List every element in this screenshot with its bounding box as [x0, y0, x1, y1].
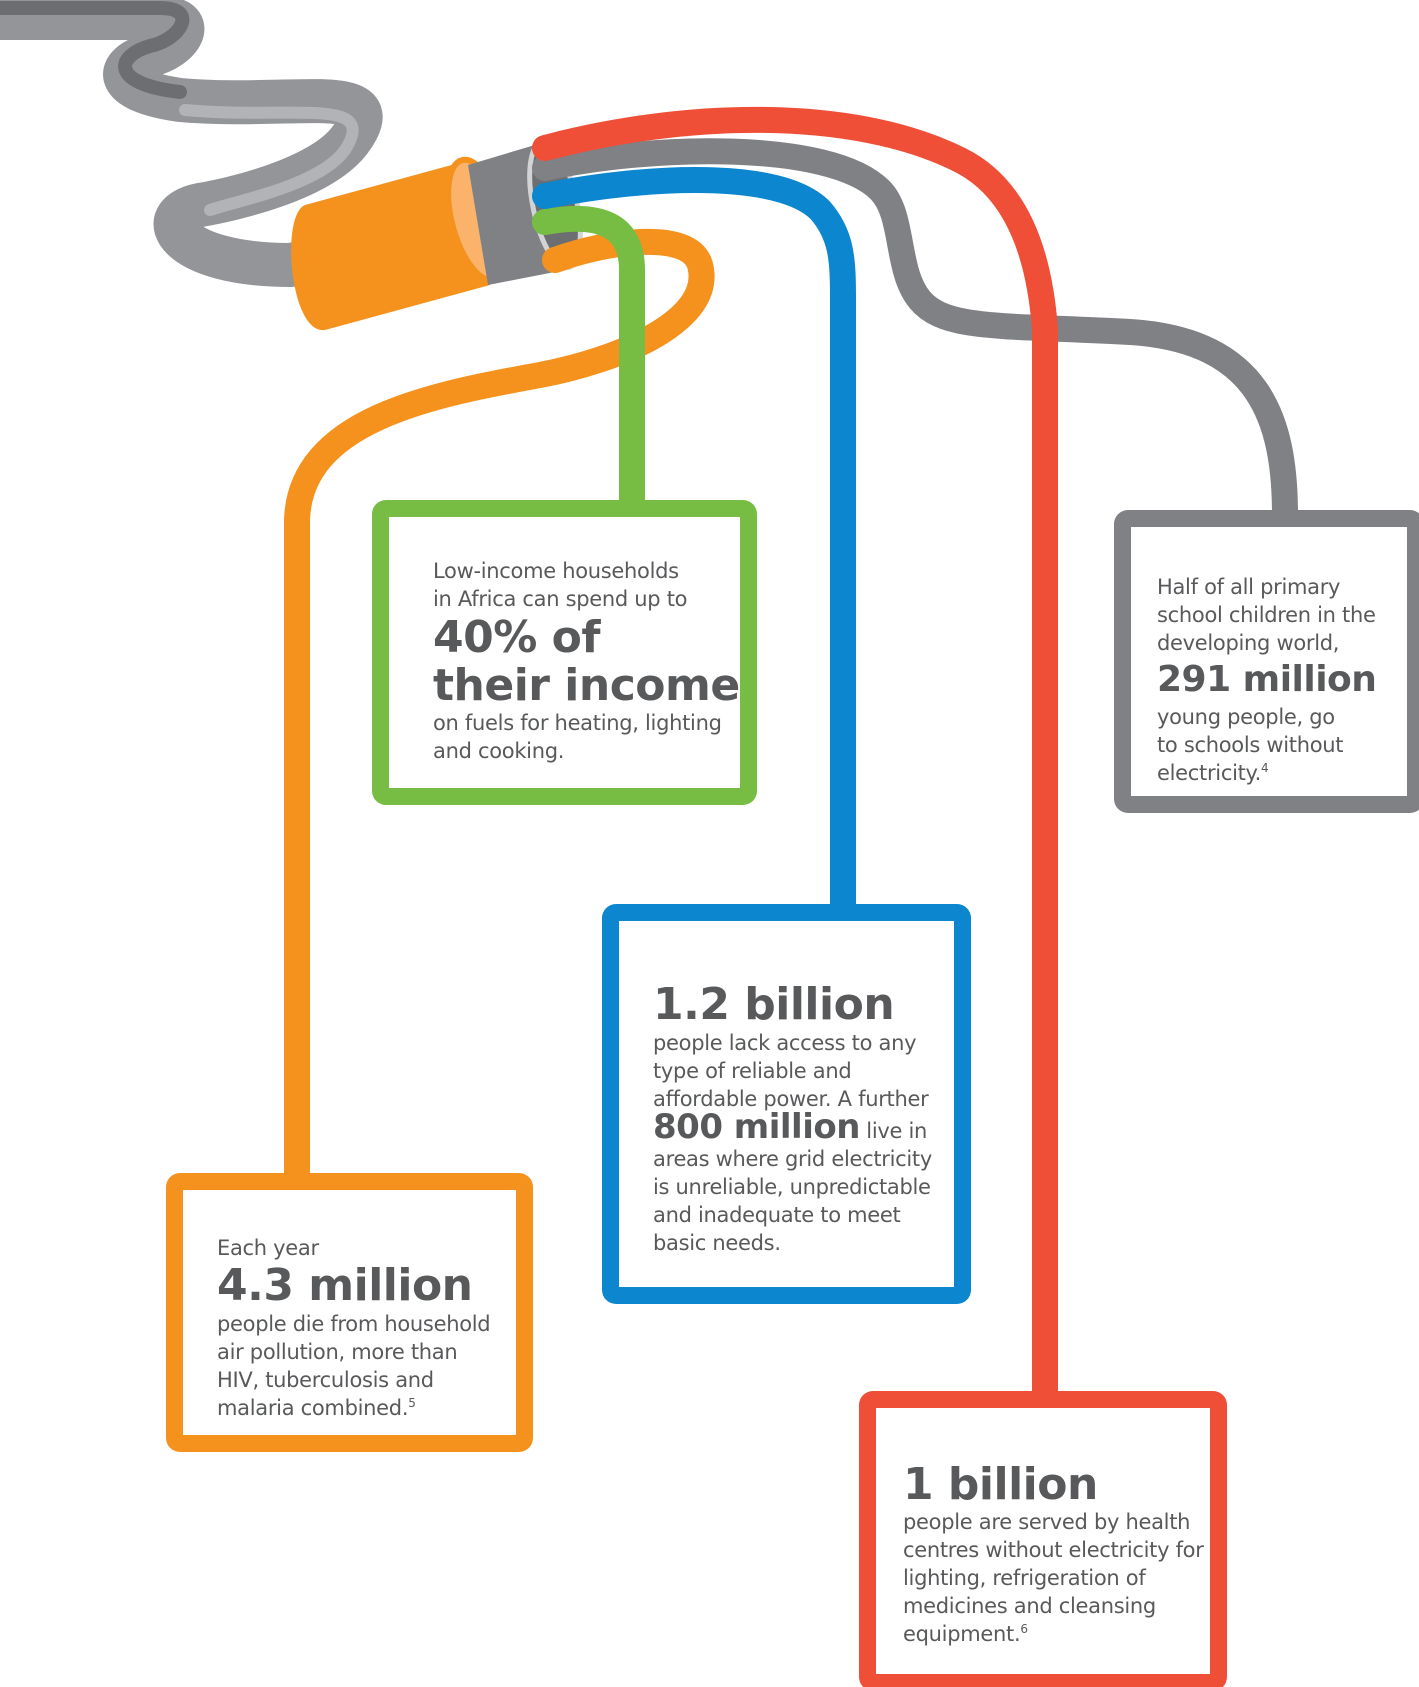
box-text-end: electricity.	[1157, 761, 1262, 785]
red-wire	[532, 106, 1058, 1413]
box-text: in Africa can spend up to	[433, 587, 688, 611]
green-wire	[532, 205, 645, 518]
stat-figure-inline: 800 million	[653, 1107, 860, 1147]
box-text: on fuels for heating, lighting	[433, 711, 722, 735]
footnote-marker: 6	[1020, 1622, 1028, 1636]
box-text: type of reliable and	[653, 1059, 852, 1083]
box-text-end: malaria combined.	[217, 1396, 409, 1420]
stat-figure: 1.2 billion	[653, 979, 895, 1030]
stat-box-power-access: 1.2 billion people lack access to any ty…	[602, 904, 971, 1304]
main-cable-highlight	[179, 104, 359, 216]
stat-figure: 1 billion	[903, 1459, 1098, 1510]
blue-wire	[532, 167, 856, 923]
box-text: Low-income households	[433, 559, 679, 583]
box-text: malaria combined.5	[217, 1394, 527, 1422]
stat-figure: 40% of	[433, 612, 601, 663]
stat-figure: 4.3 million	[217, 1260, 473, 1311]
grey-wire	[532, 138, 1298, 528]
box-text: developing world,	[1157, 631, 1340, 655]
stat-box-household-fuel: Low-income households in Africa can spen…	[372, 500, 757, 805]
stat-box-schools: Half of all primary school children in t…	[1114, 510, 1419, 813]
box-text: and inadequate to meet	[653, 1203, 901, 1227]
stat-figure: 291 million	[1157, 659, 1377, 700]
box-text: equipment.6	[903, 1620, 1233, 1648]
box-text: Each year	[217, 1236, 319, 1260]
box-text: school children in the	[1157, 603, 1376, 627]
box-text: young people, go	[1157, 705, 1335, 729]
box-text: basic needs.	[653, 1231, 781, 1255]
box-text: HIV, tuberculosis and	[217, 1368, 434, 1392]
box-text: people die from household	[217, 1312, 491, 1336]
box-text: 800 million live in	[653, 1110, 973, 1145]
box-text: is unreliable, unpredictable	[653, 1175, 931, 1199]
stat-figure: their income	[433, 660, 740, 711]
box-text-rest: live in	[859, 1119, 928, 1143]
stat-box-air-pollution: Each year 4.3 million people die from ho…	[166, 1173, 533, 1452]
box-text: areas where grid electricity	[653, 1147, 932, 1171]
box-text-end: equipment.	[903, 1622, 1021, 1646]
footnote-marker: 5	[408, 1396, 416, 1410]
box-text: Half of all primary	[1157, 575, 1341, 599]
footnote-marker: 4	[1261, 761, 1269, 775]
box-text: medicines and cleansing	[903, 1594, 1156, 1618]
box-text: air pollution, more than	[217, 1340, 458, 1364]
box-text: and cooking.	[433, 739, 565, 763]
stat-box-health-centres: 1 billion people are served by health ce…	[859, 1391, 1227, 1687]
box-text: people lack access to any	[653, 1031, 917, 1055]
main-cable-shadow	[0, 1, 190, 99]
main-cable	[0, 0, 462, 287]
box-text: affordable power. A further	[653, 1087, 929, 1111]
orange-wire	[284, 228, 715, 1191]
box-text: lighting, refrigeration of	[903, 1566, 1146, 1590]
box-text: to schools without	[1157, 733, 1344, 757]
box-text: centres without electricity for	[903, 1538, 1204, 1562]
orange-sleeve	[291, 160, 490, 331]
box-text: people are served by health	[903, 1510, 1191, 1534]
box-text: electricity.4	[1157, 759, 1417, 787]
